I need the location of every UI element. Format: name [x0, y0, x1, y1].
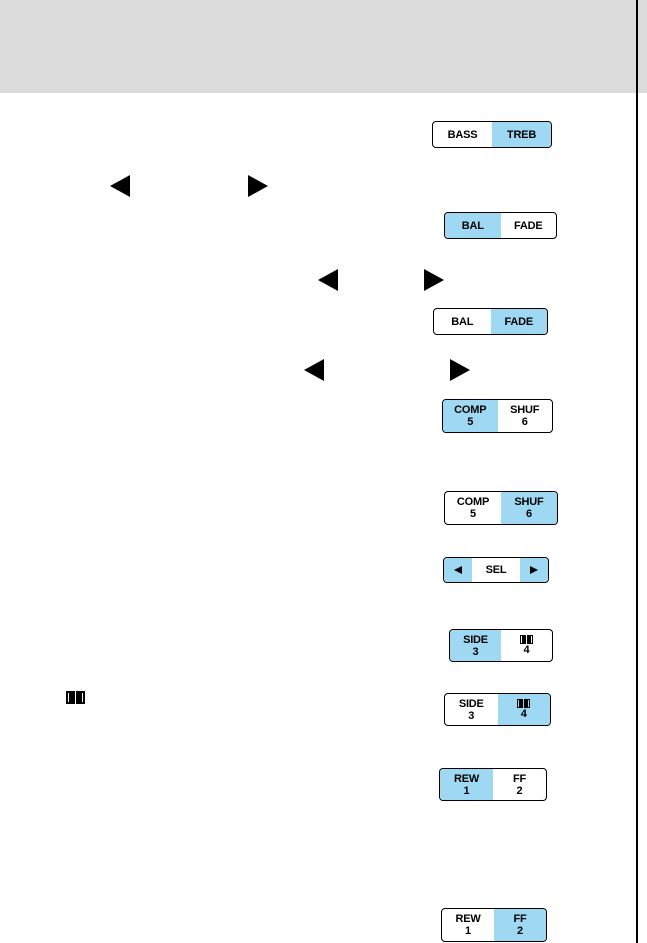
balance-left-icon — [318, 269, 338, 291]
preset-number: 2 — [517, 925, 523, 937]
preset-number: 4 — [520, 708, 527, 720]
button-segment: BAL — [434, 309, 491, 334]
preset-number: 3 — [468, 709, 475, 722]
button-segment — [520, 558, 548, 582]
button-label: SHUF — [514, 496, 544, 508]
button-segment: TREB — [492, 122, 551, 147]
preset-number: 6 — [526, 508, 532, 520]
preset-number: 5 — [470, 508, 476, 520]
button-label: REW — [455, 913, 481, 925]
button-label: FADE — [513, 219, 543, 232]
button-segment: FADE — [490, 309, 547, 334]
button-segment — [444, 558, 472, 582]
button-label: BAL — [461, 219, 484, 232]
button-label: SIDE — [458, 697, 484, 710]
preset-number: 1 — [463, 784, 470, 797]
button-segment: 4 — [497, 694, 550, 725]
button-label: SHUF — [510, 404, 540, 416]
preset-number: 3 — [472, 645, 479, 658]
button-segment: FADE — [501, 213, 557, 238]
button-segment: BASS — [433, 122, 492, 147]
button-label: REW — [453, 772, 480, 785]
preset-number: 1 — [465, 925, 471, 937]
button-label: FF — [513, 913, 527, 925]
preset-number: 2 — [516, 784, 523, 797]
dolby-icon — [517, 699, 531, 708]
button-label: TREB — [506, 128, 537, 141]
preset-number: 4 — [523, 644, 530, 656]
page-header-band — [0, 0, 647, 93]
button-label: FF — [512, 772, 527, 785]
button-label: COMP — [454, 404, 487, 416]
button-segment: BAL — [445, 213, 501, 238]
fade-rear-icon — [450, 359, 470, 381]
dolby-icon — [520, 635, 533, 644]
button-segment: SEL — [472, 558, 521, 582]
sel-button[interactable]: SEL — [443, 557, 549, 583]
button-segment: 4 — [501, 630, 552, 661]
preset-number: 5 — [467, 416, 474, 428]
button-label: BASS — [447, 128, 478, 141]
balance-right-icon — [424, 269, 444, 291]
button-label: SIDE — [463, 633, 488, 646]
bal-fade-button[interactable]: BAL FADE — [444, 212, 557, 239]
treble-increase-icon — [248, 175, 268, 197]
treble-decrease-icon — [110, 175, 130, 197]
fade-front-icon — [304, 359, 324, 381]
bal-fade-button[interactable]: BAL FADE — [433, 308, 548, 335]
margin-rule — [636, 0, 638, 943]
dolby-icon — [66, 691, 85, 704]
button-label: FADE — [504, 315, 534, 328]
arrow-left-icon — [453, 566, 462, 574]
preset-number: 6 — [521, 416, 528, 428]
button-label: BAL — [451, 315, 474, 328]
button-label: SEL — [485, 564, 507, 576]
bass-treb-button[interactable]: BASS TREB — [432, 121, 552, 148]
button-label: COMP — [456, 496, 490, 508]
arrow-right-icon — [530, 566, 539, 574]
